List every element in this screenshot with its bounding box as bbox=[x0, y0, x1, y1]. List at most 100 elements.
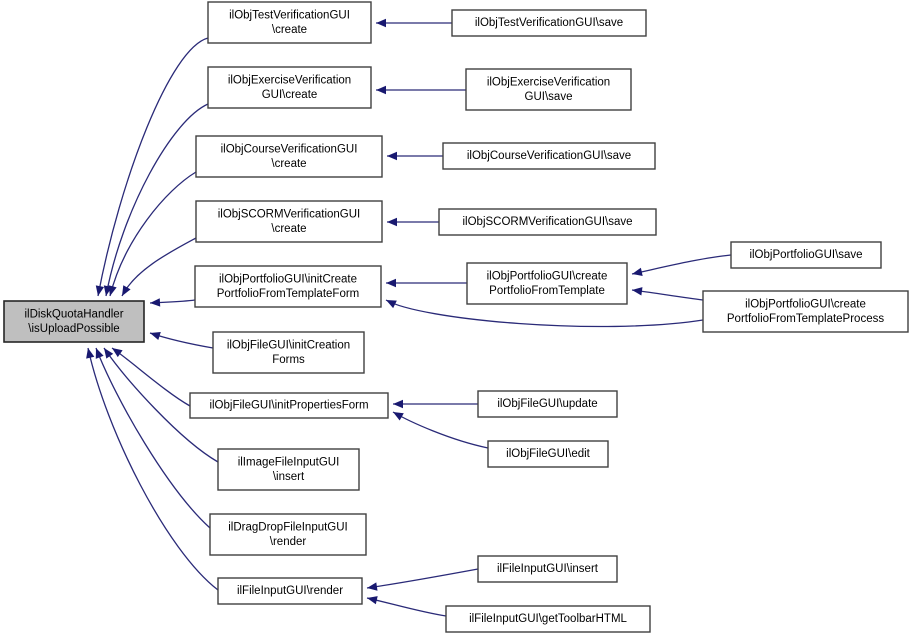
call-edge bbox=[121, 237, 197, 297]
graph-node-portfolio_createfromtemplate[interactable]: ilObjPortfolioGUI\createPortfolioFromTem… bbox=[466, 262, 628, 305]
graph-node-fileinput_render[interactable]: ilFileInputGUI\render bbox=[217, 577, 363, 605]
node-box[interactable] bbox=[207, 66, 372, 109]
node-label: GUI\save bbox=[525, 91, 573, 103]
node-label: ilObjTestVerificationGUI\save bbox=[475, 17, 623, 29]
node-label: ilObjCourseVerificationGUI bbox=[221, 143, 358, 155]
call-edge bbox=[95, 347, 211, 529]
graph-node-courseverif_save[interactable]: ilObjCourseVerificationGUI\save bbox=[442, 142, 656, 170]
node-label: \create bbox=[271, 223, 306, 235]
arrow-head-icon bbox=[112, 348, 123, 358]
node-box[interactable] bbox=[442, 142, 656, 170]
graph-node-file_update[interactable]: ilObjFileGUI\update bbox=[477, 390, 618, 418]
nodes-layer: ilDiskQuotaHandler\isUploadPossible ilObj… bbox=[3, 1, 909, 633]
arrow-head-icon bbox=[387, 217, 397, 227]
graph-node-scormverif_save[interactable]: ilObjSCORMVerificationGUI\save bbox=[438, 208, 657, 236]
call-edge bbox=[103, 347, 219, 463]
graph-node-root[interactable]: ilDiskQuotaHandler\isUploadPossible bbox=[3, 300, 145, 343]
node-box[interactable] bbox=[438, 208, 657, 236]
node-label: ilObjCourseVerificationGUI\save bbox=[467, 150, 631, 162]
call-edge bbox=[376, 18, 452, 28]
node-label: PortfolioFromTemplateProcess bbox=[727, 313, 884, 325]
graph-node-courseverif_create[interactable]: ilObjCourseVerificationGUI\create bbox=[195, 135, 383, 178]
call-edge bbox=[387, 151, 443, 161]
call-edge bbox=[392, 411, 489, 449]
node-label: ilObjPortfolioGUI\initCreate bbox=[219, 273, 357, 285]
node-box[interactable] bbox=[451, 9, 647, 37]
graph-node-file_edit[interactable]: ilObjFileGUI\edit bbox=[487, 440, 609, 468]
arrow-head-icon bbox=[632, 287, 643, 296]
node-label: ilObjTestVerificationGUI bbox=[229, 9, 350, 21]
node-box[interactable] bbox=[487, 440, 609, 468]
node-label: ilObjExerciseVerification bbox=[228, 74, 351, 86]
node-label: ilFileInputGUI\insert bbox=[497, 563, 599, 575]
arrow-head-icon bbox=[632, 267, 643, 276]
node-label: ilObjFileGUI\update bbox=[497, 398, 597, 410]
graph-node-portfolio_initcreateform[interactable]: ilObjPortfolioGUI\initCreatePortfolioFro… bbox=[194, 265, 382, 308]
node-label: ilObjFileGUI\initCreation bbox=[227, 339, 350, 351]
node-box[interactable] bbox=[702, 290, 909, 333]
graph-node-imagefileinput_insert[interactable]: ilImageFileInputGUI \insert bbox=[217, 448, 360, 491]
node-label: Forms bbox=[272, 354, 305, 366]
arrow-head-icon bbox=[393, 412, 404, 421]
node-label: ilObjSCORMVerificationGUI\save bbox=[463, 216, 633, 228]
graph-node-file_initpropertiesform[interactable]: ilObjFileGUI\initPropertiesForm bbox=[189, 392, 389, 419]
arrow-head-icon bbox=[393, 399, 403, 409]
graph-node-fileinput_insert[interactable]: ilFileInputGUI\insert bbox=[477, 555, 618, 583]
node-label: ilDragDropFileInputGUI bbox=[228, 521, 348, 533]
call-edge bbox=[149, 332, 214, 349]
node-box[interactable] bbox=[212, 331, 365, 374]
arrow-head-icon bbox=[150, 332, 161, 341]
node-label: ilObjSCORMVerificationGUI bbox=[218, 208, 361, 220]
arrow-head-icon bbox=[95, 285, 105, 296]
node-box[interactable] bbox=[477, 555, 618, 583]
node-box[interactable] bbox=[445, 605, 651, 633]
node-box[interactable] bbox=[195, 200, 383, 243]
node-label: ilImageFileInputGUI bbox=[238, 456, 340, 468]
node-label: ilObjPortfolioGUI\save bbox=[749, 249, 862, 261]
graph-node-portfolio_createfromtemplateprocess[interactable]: ilObjPortfolioGUI\createPortfolioFromTem… bbox=[702, 290, 909, 333]
arrow-head-icon bbox=[367, 582, 378, 591]
node-box[interactable] bbox=[477, 390, 618, 418]
graph-node-fileinput_gettoolbarhtml[interactable]: ilFileInputGUI\getToolbarHTML bbox=[445, 605, 651, 633]
node-box[interactable] bbox=[730, 241, 882, 269]
graph-node-portfolio_save[interactable]: ilObjPortfolioGUI\save bbox=[730, 241, 882, 269]
node-label: \isUploadPossible bbox=[28, 323, 119, 335]
node-box[interactable] bbox=[195, 135, 383, 178]
arrow-head-icon bbox=[122, 285, 131, 296]
call-edge bbox=[86, 347, 219, 591]
arrow-head-icon bbox=[367, 596, 378, 605]
node-box[interactable] bbox=[207, 1, 372, 44]
arrow-head-icon bbox=[108, 285, 117, 296]
node-label: \render bbox=[270, 536, 307, 548]
call-edge bbox=[393, 399, 478, 409]
node-label: PortfolioFromTemplate bbox=[489, 285, 605, 297]
arrow-head-icon bbox=[386, 278, 396, 288]
arrow-head-icon bbox=[387, 151, 397, 161]
node-box[interactable] bbox=[466, 262, 628, 305]
arrow-head-icon bbox=[104, 348, 114, 359]
call-edge bbox=[366, 596, 447, 617]
node-box[interactable] bbox=[194, 265, 382, 308]
graph-node-scormverif_create[interactable]: ilObjSCORMVerificationGUI \create bbox=[195, 200, 383, 243]
graph-node-testverif_create[interactable]: ilObjTestVerificationGUI\create bbox=[207, 1, 372, 44]
node-box[interactable] bbox=[217, 448, 360, 491]
arrow-head-icon bbox=[150, 298, 161, 307]
call-edge bbox=[631, 254, 732, 276]
graph-node-dragdropfileinput_render[interactable]: ilDragDropFileInputGUI \render bbox=[209, 513, 367, 556]
call-edge bbox=[386, 278, 467, 288]
node-label: ilObjFileGUI\edit bbox=[506, 448, 591, 460]
graph-node-testverif_save[interactable]: ilObjTestVerificationGUI\save bbox=[451, 9, 647, 37]
node-box[interactable] bbox=[209, 513, 367, 556]
node-box[interactable] bbox=[465, 68, 632, 111]
node-box[interactable] bbox=[189, 392, 389, 419]
node-label: \insert bbox=[273, 471, 305, 483]
call-edge bbox=[631, 287, 704, 301]
node-label: PortfolioFromTemplateForm bbox=[217, 288, 360, 300]
node-box[interactable] bbox=[3, 300, 145, 343]
call-edge bbox=[387, 217, 439, 227]
node-box[interactable] bbox=[217, 577, 363, 605]
